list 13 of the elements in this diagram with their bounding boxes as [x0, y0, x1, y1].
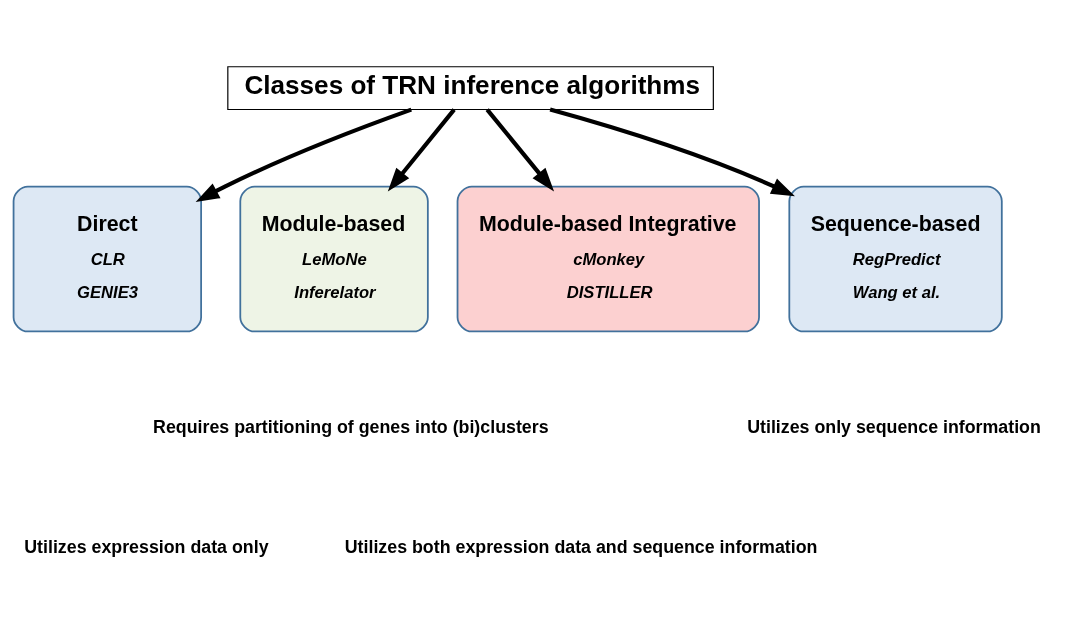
arrow: [549, 107, 795, 197]
label: Utilizes only sequence information: [747, 416, 1041, 437]
arrow: [387, 108, 456, 192]
arrow: [195, 107, 412, 203]
arrow: [485, 108, 555, 192]
label: Requires partitioning of genes into (bi)clusters: [153, 416, 549, 437]
node-box: Classes of TRN inference algorithms: [227, 66, 714, 111]
node-box: Sequence-based RegPredict Wang et al.: [788, 185, 1003, 333]
node-box: Direct CLR GENIE3: [12, 185, 202, 333]
node-box: Module-based Integrative cMonkey DISTILLER: [456, 185, 760, 333]
label: Utilizes both expression data and sequence information: [344, 536, 818, 557]
label: Utilizes expression data only: [24, 536, 269, 557]
node-box: Module-based LeMoNe Inferelator: [239, 185, 429, 333]
